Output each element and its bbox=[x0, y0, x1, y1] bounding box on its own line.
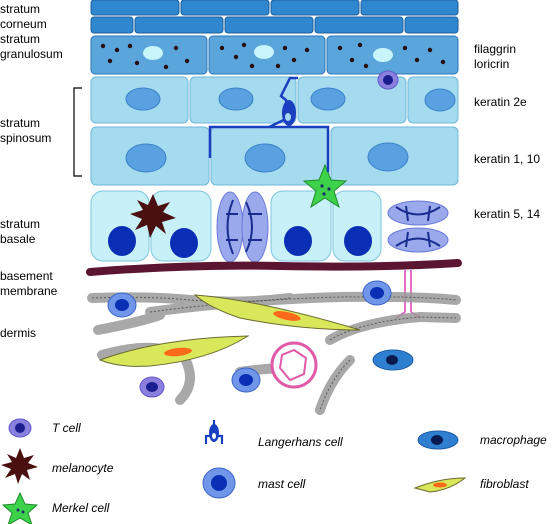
blood-vessel bbox=[270, 341, 318, 389]
merkel-cell-icon bbox=[1, 491, 39, 524]
dividing-cell bbox=[387, 200, 449, 253]
t-cell-icon bbox=[8, 418, 32, 438]
label-keratin-2e: keratin 2e bbox=[474, 95, 527, 109]
fibroblast-cell bbox=[98, 335, 250, 367]
legend-t-cell-label: T cell bbox=[52, 421, 81, 435]
fibroblast-icon bbox=[413, 477, 467, 493]
macrophage-cell bbox=[372, 349, 414, 371]
fibroblast-cell bbox=[193, 294, 361, 331]
legend-merkel-cell-label: Merkel cell bbox=[52, 501, 110, 515]
melanocyte-cell bbox=[130, 194, 176, 238]
label-dermis: dermis bbox=[0, 326, 37, 340]
legend-fibroblast-label: fibroblast bbox=[480, 477, 529, 491]
mast-cell bbox=[362, 280, 392, 306]
legend-melanocyte-label: melanocyte bbox=[52, 461, 114, 475]
label-keratin-5-14: keratin 5, 14 bbox=[474, 207, 541, 221]
t-cell bbox=[139, 376, 165, 398]
label-keratin-1-10: keratin 1, 10 bbox=[474, 152, 541, 166]
legend-mast-cell-label: mast cell bbox=[258, 477, 306, 491]
dividing-cell bbox=[216, 191, 269, 263]
macrophage-icon bbox=[417, 430, 459, 450]
stratum-spinosum-layer bbox=[90, 76, 459, 186]
langerhans-cell-icon bbox=[204, 420, 224, 444]
mast-cell bbox=[231, 367, 261, 393]
legend-macrophage-label: macrophage bbox=[480, 433, 547, 447]
mast-cell bbox=[107, 292, 137, 318]
legend-langerhans-cell-label: Langerhans cell bbox=[258, 435, 343, 449]
stratum-corneum-layer bbox=[90, 0, 459, 34]
spinosum-bracket bbox=[73, 87, 82, 177]
melanocyte-icon bbox=[1, 448, 38, 484]
basement-membrane bbox=[86, 259, 462, 276]
langerhans-cell bbox=[208, 76, 330, 172]
t-cell bbox=[377, 70, 399, 90]
stratum-granulosum-layer bbox=[90, 35, 459, 75]
mast-cell-icon bbox=[202, 467, 236, 499]
capillary bbox=[395, 270, 421, 319]
stratum-basale-layer bbox=[90, 163, 449, 263]
merkel-cell bbox=[302, 163, 348, 209]
